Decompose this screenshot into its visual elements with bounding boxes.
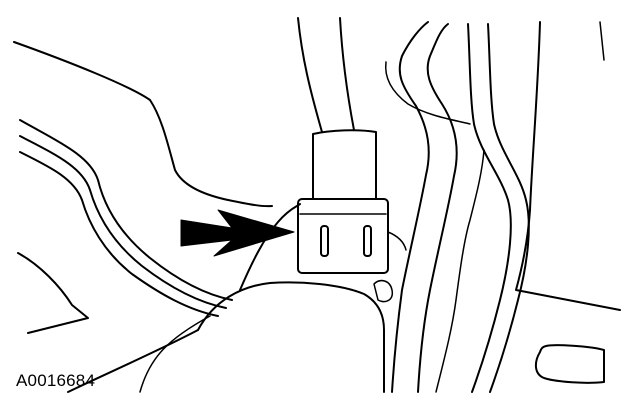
connector-clip	[373, 279, 394, 303]
wire-harness	[297, 17, 355, 133]
housing-shadow-line	[139, 315, 211, 393]
left-trim-grooves	[19, 119, 233, 317]
housing-bulge	[197, 281, 385, 393]
connector-lock-slot-left	[320, 225, 329, 257]
connector-lock-slot-right	[363, 225, 372, 257]
far-right-frame	[515, 21, 621, 311]
arrow-right-icon	[180, 209, 295, 257]
housing-outline	[239, 203, 301, 291]
housing-lower-curve	[67, 329, 199, 393]
upper-body-panel	[13, 41, 273, 208]
connector-neck	[312, 129, 377, 199]
figure-reference-code: A0016684	[16, 371, 96, 390]
far-right-frame-inner	[599, 21, 605, 61]
right-bracket	[384, 21, 471, 393]
connector-body	[297, 198, 389, 274]
lower-right-tab	[534, 344, 605, 384]
right-rails	[435, 23, 530, 393]
lower-left-panel-edge	[17, 252, 89, 334]
connector-side-tab	[387, 231, 407, 251]
electrical-connector	[297, 129, 407, 303]
